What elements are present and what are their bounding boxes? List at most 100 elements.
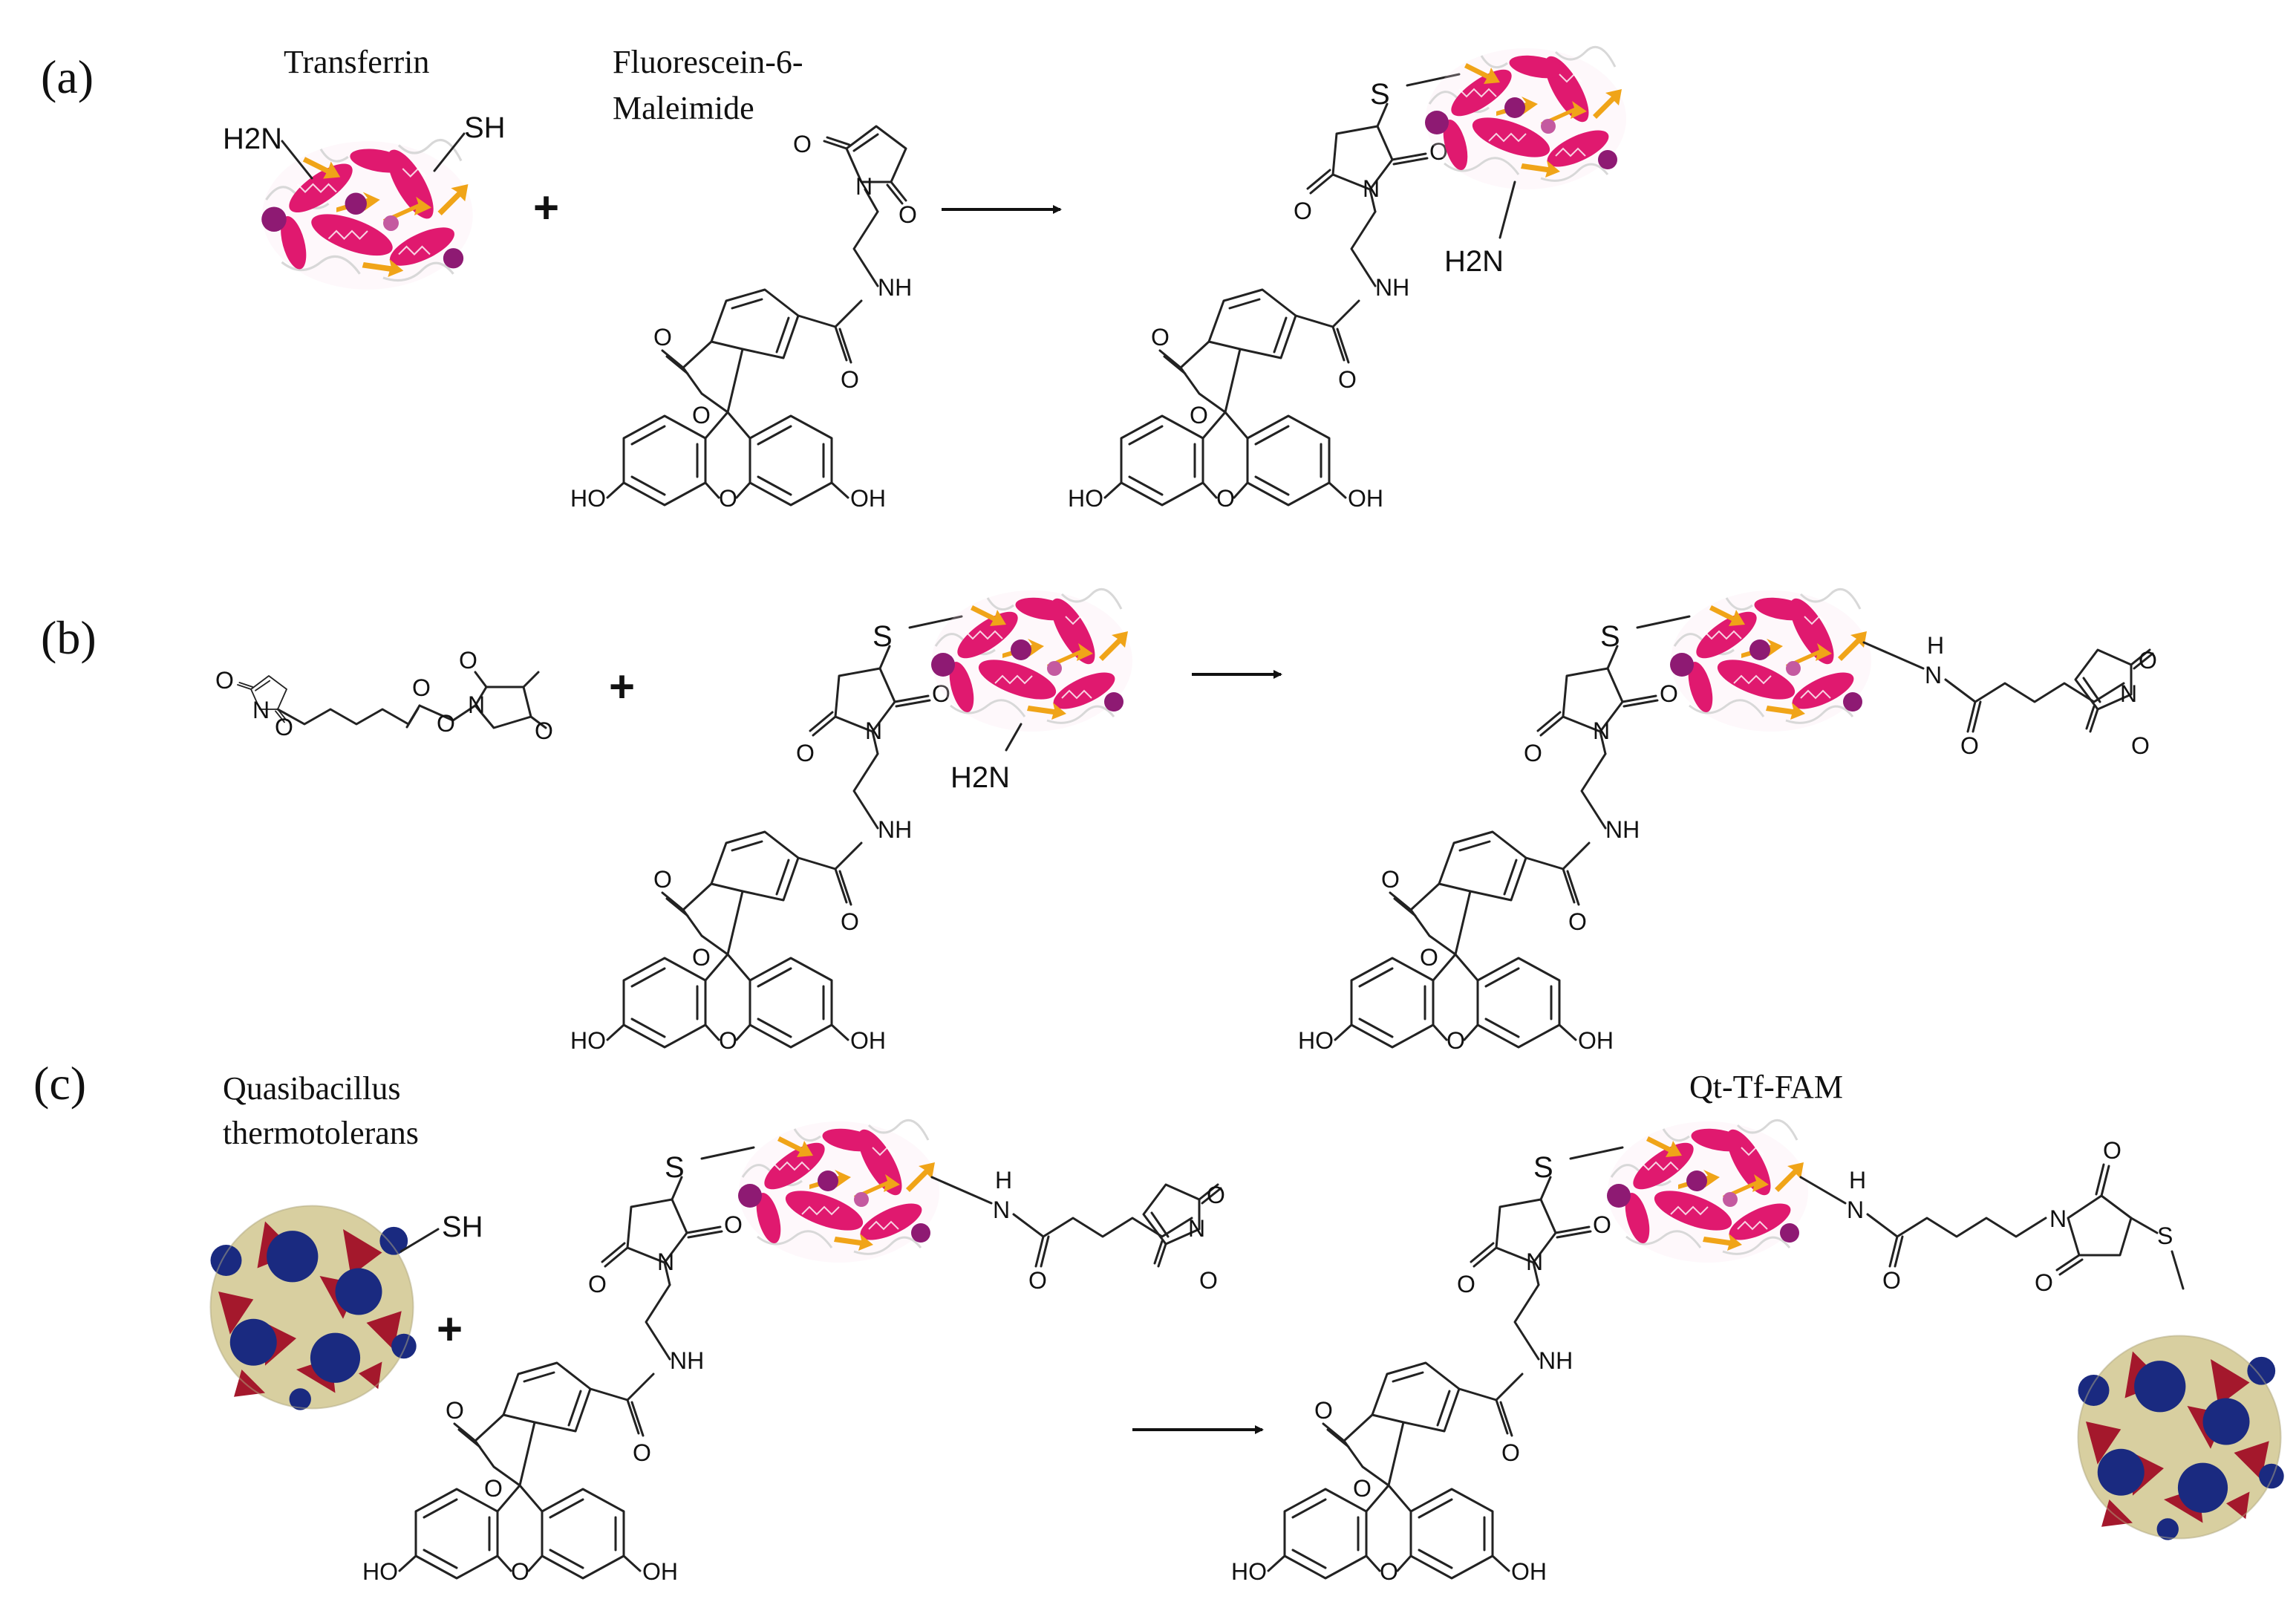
product-a-h2n: H2N xyxy=(1444,245,1504,278)
svg-text:N: N xyxy=(468,691,485,718)
svg-text:O: O xyxy=(1380,1558,1398,1585)
product-c-structure: O O O O NH N O O HO OH S xyxy=(1231,1146,1624,1585)
caption-fluorescein-line1: Fluorescein-6- xyxy=(613,44,803,80)
svg-text:HO: HO xyxy=(362,1558,398,1585)
svg-text:O: O xyxy=(446,1397,464,1424)
plus-sign-c: + xyxy=(437,1304,463,1354)
svg-text:H: H xyxy=(1927,632,1944,659)
svg-text:O: O xyxy=(459,647,477,674)
panel-label-b: (b) xyxy=(41,611,97,664)
svg-text:H: H xyxy=(1849,1167,1866,1194)
svg-text:OH: OH xyxy=(1578,1027,1614,1054)
svg-text:O: O xyxy=(692,402,711,429)
svg-text:S: S xyxy=(1533,1151,1553,1184)
svg-text:HO: HO xyxy=(570,1027,606,1054)
svg-text:O: O xyxy=(1028,1267,1047,1294)
svg-text:NH: NH xyxy=(1539,1347,1573,1374)
svg-text:O: O xyxy=(719,1027,737,1054)
svg-text:O: O xyxy=(1199,1267,1218,1294)
svg-text:O: O xyxy=(841,366,859,393)
product-a-amine-bond xyxy=(1498,180,1516,239)
svg-text:OH: OH xyxy=(850,1027,886,1054)
svg-text:NH: NH xyxy=(878,274,912,301)
svg-text:O: O xyxy=(1501,1439,1520,1466)
svg-text:O: O xyxy=(1447,1027,1465,1054)
svg-text:S: S xyxy=(2157,1222,2173,1249)
svg-text:O: O xyxy=(2139,647,2157,674)
svg-text:O: O xyxy=(1314,1397,1333,1424)
svg-text:OH: OH xyxy=(642,1558,678,1585)
svg-text:N: N xyxy=(993,1196,1010,1223)
svg-text:O: O xyxy=(841,908,859,935)
svg-text:O: O xyxy=(275,714,293,740)
crosslinker-structure: N O O O O N O O xyxy=(215,647,553,744)
svg-text:NH: NH xyxy=(1375,274,1409,301)
svg-text:O: O xyxy=(1660,680,1678,707)
svg-text:N: N xyxy=(1188,1215,1205,1242)
virus-capsid-reactant xyxy=(209,1205,417,1411)
svg-text:O: O xyxy=(511,1558,529,1585)
svg-text:O: O xyxy=(1353,1475,1372,1502)
plus-sign-b: + xyxy=(609,662,635,712)
reactant-c-structure: O O O O NH N O O HO OH S xyxy=(362,1146,755,1585)
svg-text:N: N xyxy=(1593,717,1610,744)
svg-text:O: O xyxy=(1882,1267,1901,1294)
reactant-b-amine-bond xyxy=(1005,723,1023,752)
svg-text:N: N xyxy=(1925,662,1942,688)
svg-text:NH: NH xyxy=(878,816,912,843)
h2n-bond xyxy=(281,140,313,180)
panel-label-a: (a) xyxy=(41,51,94,103)
reactant-c-linker: H N O N O O xyxy=(930,1167,1225,1294)
product-c-linker: H N O N O O S xyxy=(1799,1137,2185,1296)
caption-qbeta-line1: Quasibacillus xyxy=(223,1070,401,1107)
svg-text:OH: OH xyxy=(850,485,886,512)
svg-text:O: O xyxy=(2131,732,2150,759)
svg-text:HO: HO xyxy=(1231,1558,1267,1585)
svg-text:O: O xyxy=(1207,1182,1225,1208)
sh-bond xyxy=(433,132,466,172)
caption-qbeta-line2: thermotolerans xyxy=(223,1115,419,1151)
product-c-protein xyxy=(1605,1119,1810,1264)
svg-text:O: O xyxy=(653,866,672,893)
svg-text:O: O xyxy=(1524,740,1542,766)
plus-sign: + xyxy=(533,183,559,232)
capsid-atom-sh: SH xyxy=(442,1211,483,1243)
svg-text:N: N xyxy=(1526,1248,1543,1275)
svg-text:O: O xyxy=(1457,1271,1475,1297)
svg-text:O: O xyxy=(796,740,815,766)
product-b-structure: O O O O NH N O O HO OH S xyxy=(1298,615,1691,1054)
svg-text:O: O xyxy=(898,201,917,228)
svg-text:NH: NH xyxy=(670,1347,704,1374)
svg-text:O: O xyxy=(1338,366,1357,393)
svg-text:S: S xyxy=(1600,620,1620,653)
svg-text:N: N xyxy=(2120,680,2137,707)
svg-text:O: O xyxy=(633,1439,651,1466)
svg-text:N: N xyxy=(252,697,270,723)
reactant-b-protein xyxy=(930,587,1134,733)
svg-text:O: O xyxy=(2103,1137,2121,1164)
caption-product: Qt-Tf-FAM xyxy=(1689,1069,1843,1105)
svg-text:HO: HO xyxy=(570,485,606,512)
svg-text:O: O xyxy=(1960,732,1979,759)
panel-b: N O O O O N O O + O O O O NH N O O HO OH… xyxy=(215,587,2157,1054)
svg-text:O: O xyxy=(1568,908,1587,935)
svg-text:O: O xyxy=(437,710,455,737)
svg-text:N: N xyxy=(1847,1196,1864,1223)
atom-sh: SH xyxy=(464,111,506,144)
svg-text:N: N xyxy=(1363,175,1380,202)
svg-text:NH: NH xyxy=(1605,816,1640,843)
capsid-sh-bond xyxy=(399,1228,440,1253)
fluorescein-maleimide-structure: O O O O NH N O O HO OH xyxy=(570,125,917,512)
svg-text:O: O xyxy=(724,1211,743,1238)
svg-text:O: O xyxy=(1190,402,1208,429)
svg-text:O: O xyxy=(653,324,672,351)
svg-text:O: O xyxy=(1381,866,1400,893)
svg-text:N: N xyxy=(2049,1205,2067,1232)
svg-text:O: O xyxy=(1294,198,1312,224)
svg-text:O: O xyxy=(215,667,234,694)
svg-text:S: S xyxy=(1370,78,1390,111)
svg-text:O: O xyxy=(1151,324,1170,351)
product-b-protein xyxy=(1669,587,1873,733)
svg-text:S: S xyxy=(873,620,893,653)
svg-text:N: N xyxy=(657,1248,674,1275)
